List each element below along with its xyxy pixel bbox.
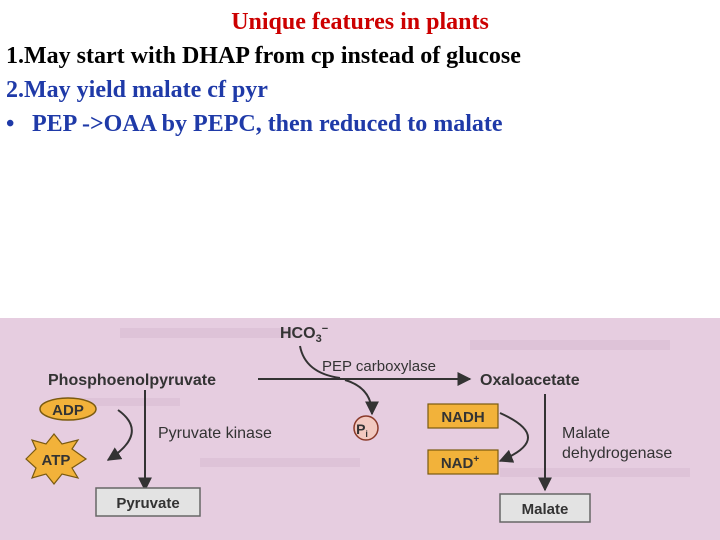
atp-badge: ATP	[25, 433, 88, 485]
malate-box: Malate	[499, 493, 591, 523]
hco3-input-arrow	[299, 345, 341, 379]
malate-label: Malate	[522, 501, 569, 518]
point-1: 1.May start with DHAP from cp instead of…	[6, 43, 521, 69]
nadh-label: NADH	[441, 409, 484, 426]
phosphoenolpyruvate-label: Phosphoenolpyruvate	[48, 372, 216, 389]
nadh-box: NADH	[427, 403, 499, 429]
slide-title: Unique features in plants	[231, 9, 489, 35]
adp-atp-arrow	[106, 409, 133, 461]
oxaloacetate-label: Oxaloacetate	[480, 372, 580, 389]
point-3-text: PEP ->OAA by PEPC, then reduced to malat…	[32, 111, 503, 137]
nadh-nad-arrow	[498, 412, 529, 463]
pyruvate-box: Pyruvate	[95, 487, 201, 517]
point-2: 2.May yield malate cf pyr	[6, 77, 268, 103]
malate-dh-label-1: Malate	[562, 425, 610, 442]
pyruvate-label: Pyruvate	[116, 495, 179, 512]
pathway-figure: HCO3− PEP carboxylase Phosphoenolpyruvat…	[0, 318, 720, 540]
atp-label: ATP	[42, 452, 71, 469]
pi-release-arrow	[344, 379, 379, 416]
hco3-label: HCO3−	[280, 323, 328, 345]
pi-label: Pi	[356, 421, 368, 439]
malate-dh-label-2: dehydrogenase	[562, 445, 672, 462]
adp-badge: ADP	[39, 397, 97, 421]
bullet-marker: •	[6, 111, 15, 137]
pathway-diagram: HCO3− PEP carboxylase Phosphoenolpyruvat…	[0, 318, 720, 540]
pep-carboxylase-label: PEP carboxylase	[322, 358, 436, 375]
adp-label: ADP	[52, 402, 84, 419]
pyruvate-kinase-label: Pyruvate kinase	[158, 425, 272, 442]
pi-badge: Pi	[353, 415, 379, 441]
nad-label: NAD+	[441, 454, 480, 472]
nad-box: NAD+	[427, 449, 499, 475]
point-3: • PEP ->OAA by PEPC, then reduced to mala…	[6, 107, 503, 141]
